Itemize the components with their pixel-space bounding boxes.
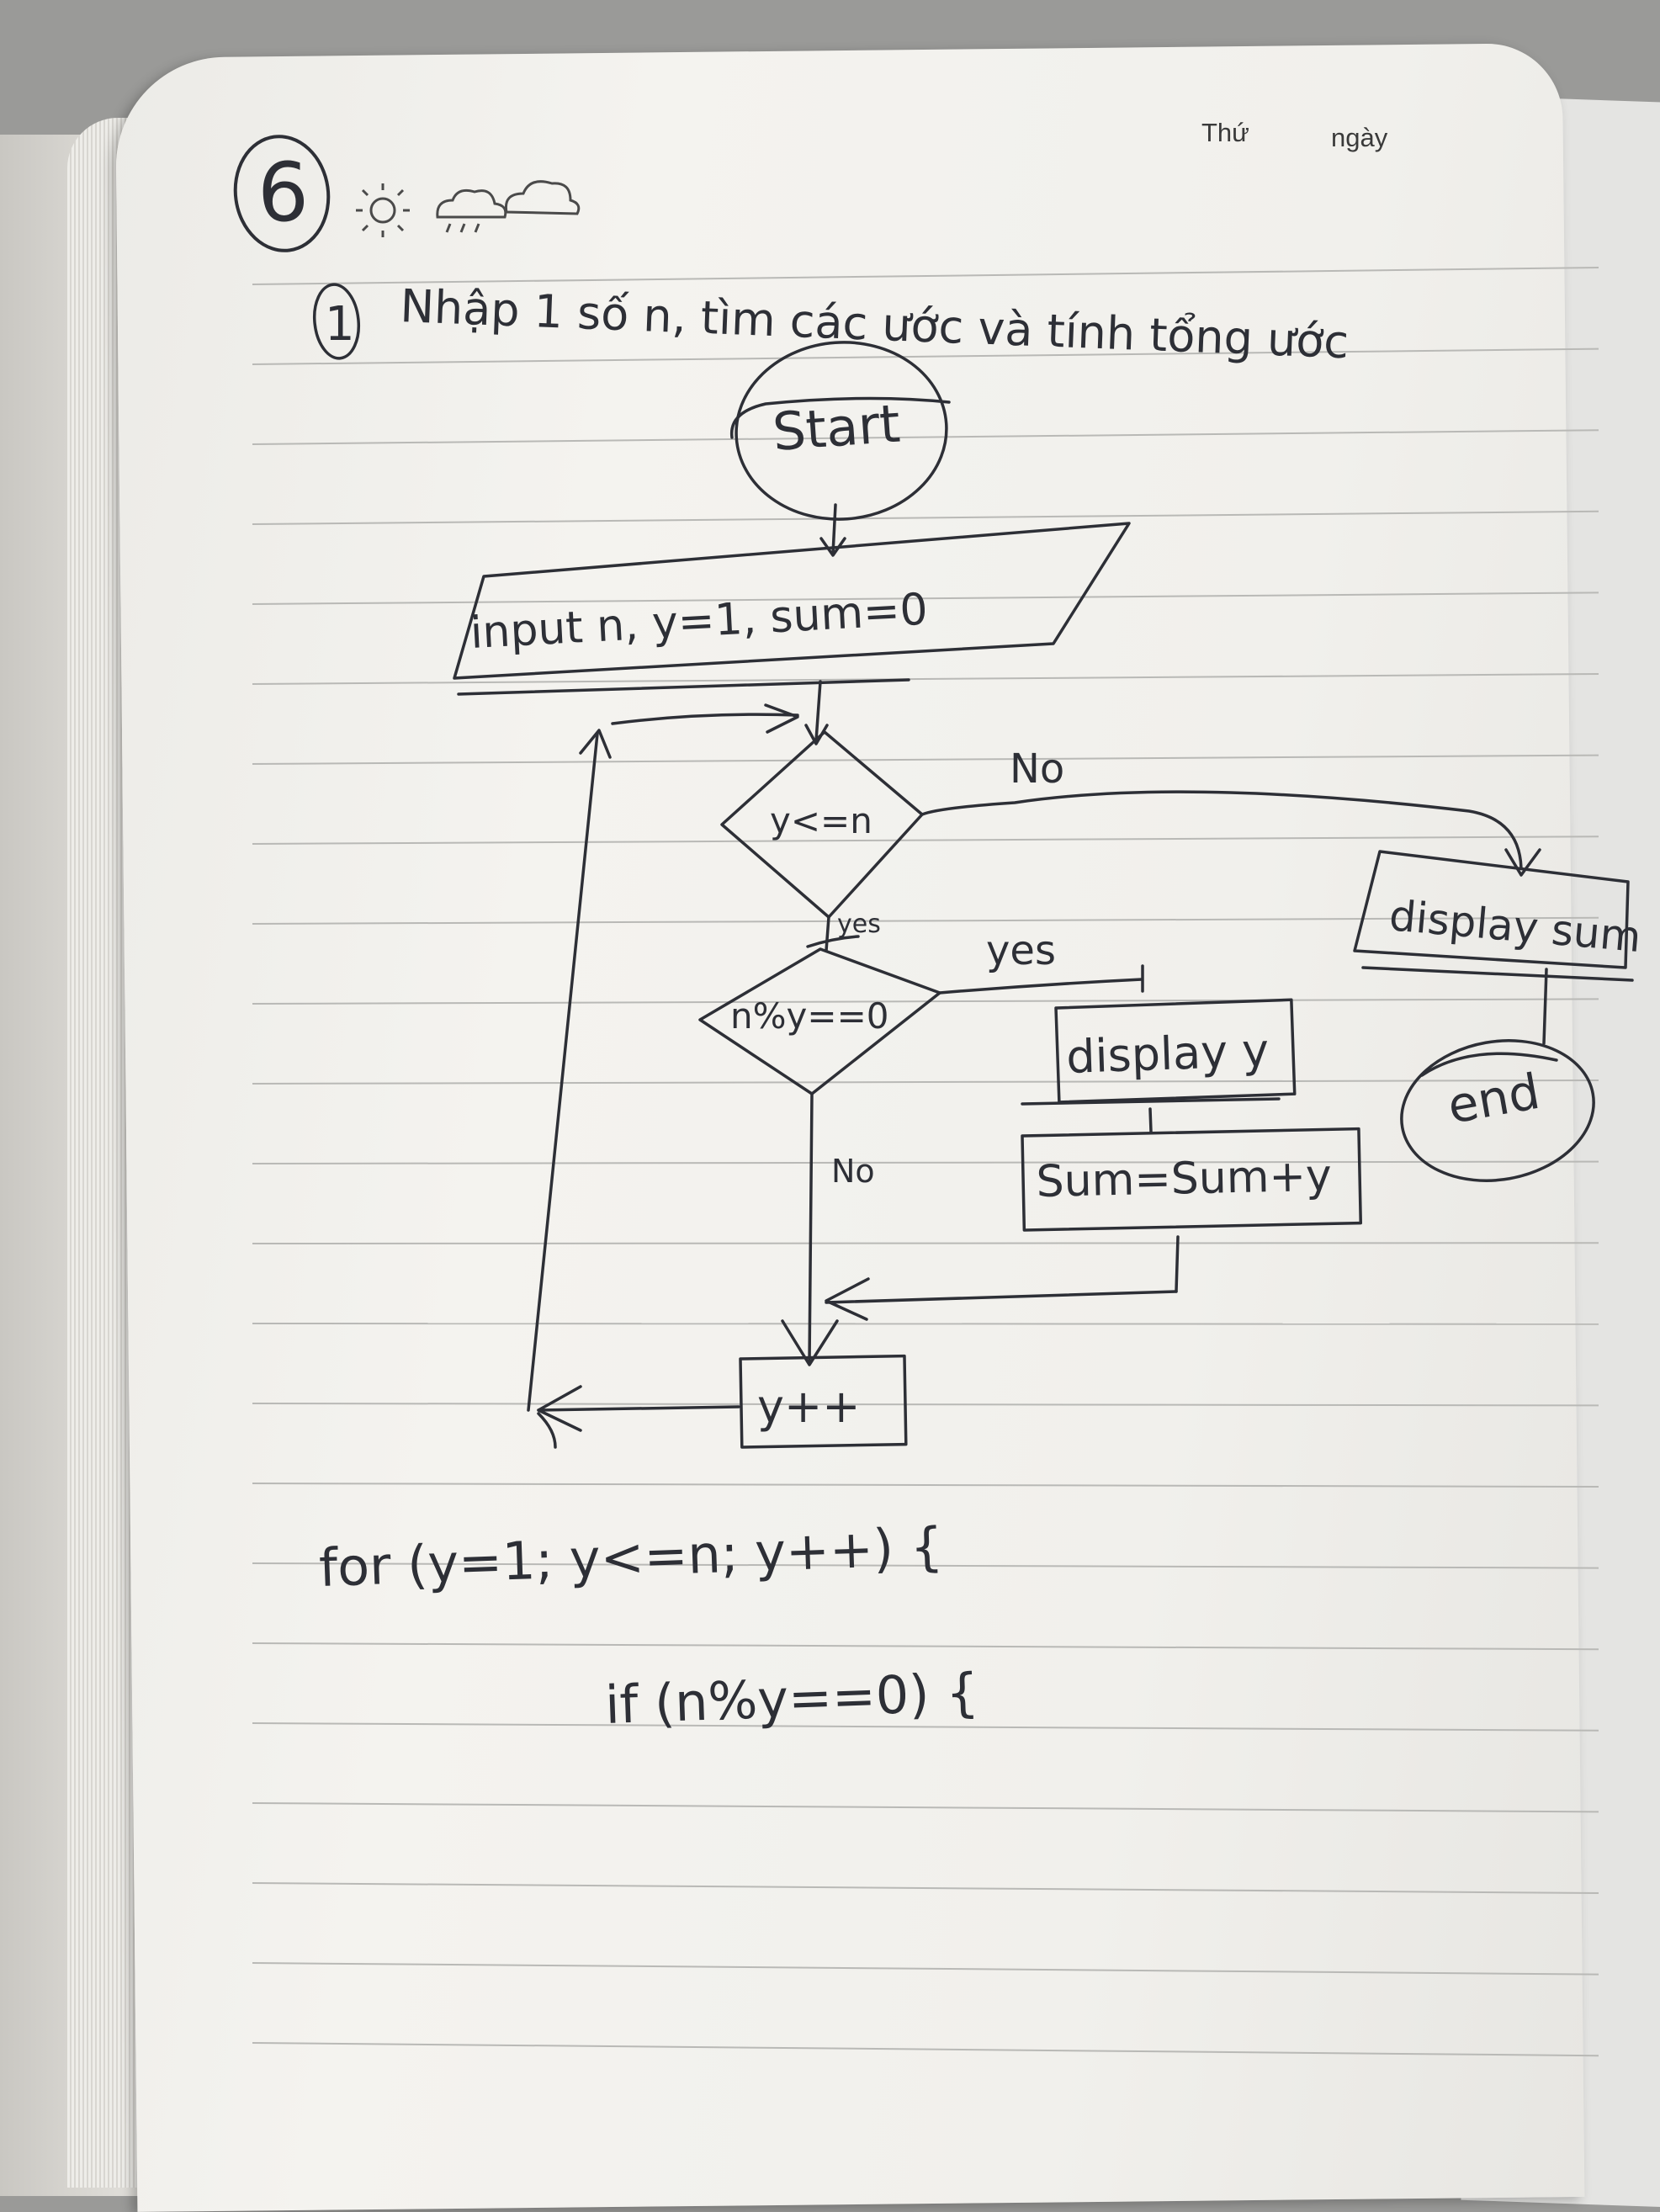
start-terminal <box>735 341 948 521</box>
ruled-line <box>252 1562 1599 1569</box>
ruled-line <box>252 1802 1599 1813</box>
ruled-line <box>252 998 1599 1005</box>
condition-1-label: y<=n <box>770 800 872 841</box>
ruled-line <box>252 754 1599 765</box>
exercise-number: 1 <box>325 297 355 352</box>
yes-label-1: yes <box>837 910 881 939</box>
ruled-line <box>252 1642 1599 1651</box>
ruled-line <box>252 429 1599 445</box>
no-label-2: No <box>831 1153 875 1190</box>
ruled-line <box>252 1079 1599 1085</box>
yes-label-2: yes <box>986 927 1056 974</box>
exercise-title: Nhập 1 số n, tìm các ước và tính tổng ướ… <box>400 279 1350 369</box>
display-sum-box <box>1353 850 1630 969</box>
day-label: Thứ <box>1201 118 1249 147</box>
page-ink-layer: 6 1 Nhập 1 số n, tìm các ước và tính tổn… <box>233 135 1643 2057</box>
end-label: end <box>1444 1063 1544 1135</box>
ruled-line <box>252 1483 1599 1488</box>
ruled-lines <box>252 267 1599 2057</box>
display-y-label: display y <box>1065 1024 1270 1084</box>
ruled-line <box>252 1882 1599 1894</box>
end-terminal <box>1400 1039 1595 1182</box>
ruled-line <box>252 347 1599 365</box>
ruled-line <box>252 916 1599 925</box>
condition-2-label: n%y==0 <box>730 995 889 1037</box>
code-line-1: for (y=1; y<=n; y++) { <box>318 1515 944 1599</box>
ruled-line <box>252 835 1599 845</box>
photo-scene: Thứ ngày 6 1 Nhập 1 số n, <box>0 43 1660 2212</box>
display-y-box <box>1054 998 1297 1104</box>
input-box <box>453 522 1131 680</box>
ruled-line <box>252 2042 1599 2057</box>
code-line-2: if (n%y==0) { <box>604 1662 980 1736</box>
increment-label: y++ <box>757 1380 860 1433</box>
sum-update-label: Sum=Sum+y <box>1036 1151 1332 1207</box>
page-number: 6 <box>257 146 309 240</box>
ruled-line <box>252 673 1599 685</box>
code-snippet: for (y=1; y<=n; y++) { if (n%y==0) { <box>318 1515 980 1736</box>
rain-cloud-icon <box>436 188 507 233</box>
ruled-line <box>252 1323 1599 1325</box>
ruled-line <box>252 267 1599 285</box>
input-label: input n, y=1, sum=0 <box>469 585 930 659</box>
ruled-line <box>252 1242 1599 1244</box>
cloud-icon <box>504 180 581 215</box>
ruled-line <box>252 1160 1599 1164</box>
sun-icon <box>356 183 410 237</box>
start-label: Start <box>771 393 902 463</box>
flowchart-labels: Start input n, y=1, sum=0 y<=n No yes n%… <box>469 393 1643 1433</box>
ruled-line <box>252 1962 1599 1976</box>
increment-box <box>739 1354 908 1449</box>
ruled-line <box>252 1722 1599 1732</box>
sum-update-box <box>1021 1127 1363 1232</box>
date-label: ngày <box>1331 123 1388 152</box>
exercise-heading: 1 Nhập 1 số n, tìm các ước và tính tổng … <box>312 279 1350 369</box>
ruled-line <box>252 1403 1599 1407</box>
display-sum-label: display sum <box>1387 891 1643 962</box>
flowchart <box>453 341 1634 1449</box>
page-number-badge: 6 <box>233 135 331 252</box>
no-label-1: No <box>1010 745 1064 793</box>
ruled-line <box>252 510 1599 525</box>
